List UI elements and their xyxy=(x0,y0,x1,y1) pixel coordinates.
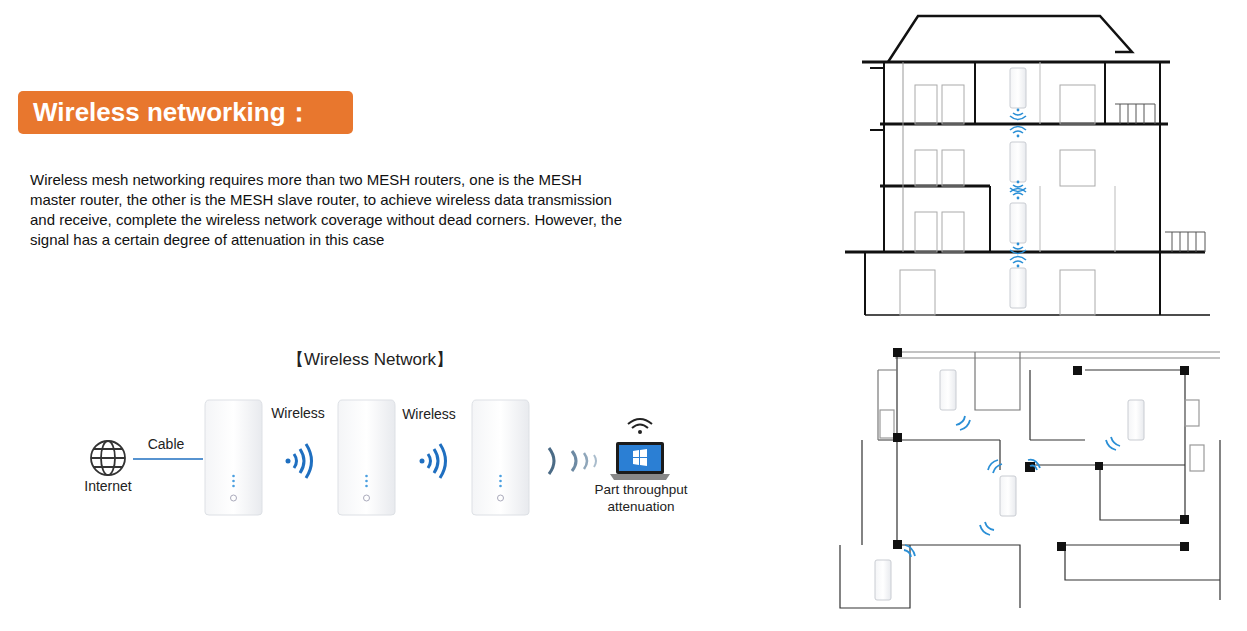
link-label: Wireless xyxy=(266,405,330,421)
house-section xyxy=(845,16,1210,315)
link-label: Wireless xyxy=(397,406,461,422)
internet-node: Internet xyxy=(68,478,148,496)
cable-line xyxy=(133,458,203,460)
title-text: Wireless networking： xyxy=(33,96,312,129)
mesh-router xyxy=(1010,142,1026,182)
wireless-wave xyxy=(420,444,446,478)
mesh-router xyxy=(1010,203,1026,243)
link-label: Cable xyxy=(140,436,192,452)
floor-plan xyxy=(840,352,1220,608)
wall-columns xyxy=(893,348,1189,551)
router xyxy=(338,400,395,515)
globe-icon xyxy=(91,441,125,475)
mesh-router xyxy=(1010,68,1026,108)
wifi-mark xyxy=(1010,243,1026,254)
mesh-router xyxy=(1010,268,1026,308)
title-box xyxy=(18,91,353,134)
mesh-router xyxy=(940,370,956,410)
client-node: Part throughput attenuation xyxy=(580,482,702,516)
wifi-arcs xyxy=(904,416,1120,557)
wireless-wave xyxy=(286,444,312,478)
router xyxy=(472,400,529,515)
router xyxy=(205,400,262,515)
mesh-router xyxy=(1128,400,1144,440)
description-text: Wireless mesh networking requires more t… xyxy=(30,170,622,250)
laptop-icon xyxy=(610,419,670,480)
node-text: Internet xyxy=(68,478,148,496)
mesh-router xyxy=(875,560,891,600)
wifi-mark xyxy=(1010,109,1026,120)
wifi-mark xyxy=(1010,127,1026,138)
wifi-mark xyxy=(1010,189,1026,200)
section-heading: 【Wireless Network】 xyxy=(270,348,470,371)
mesh-router xyxy=(1000,476,1016,516)
node-text: Part throughput attenuation xyxy=(580,482,702,516)
fading-wave xyxy=(549,448,596,474)
wifi-mark xyxy=(1010,257,1026,268)
